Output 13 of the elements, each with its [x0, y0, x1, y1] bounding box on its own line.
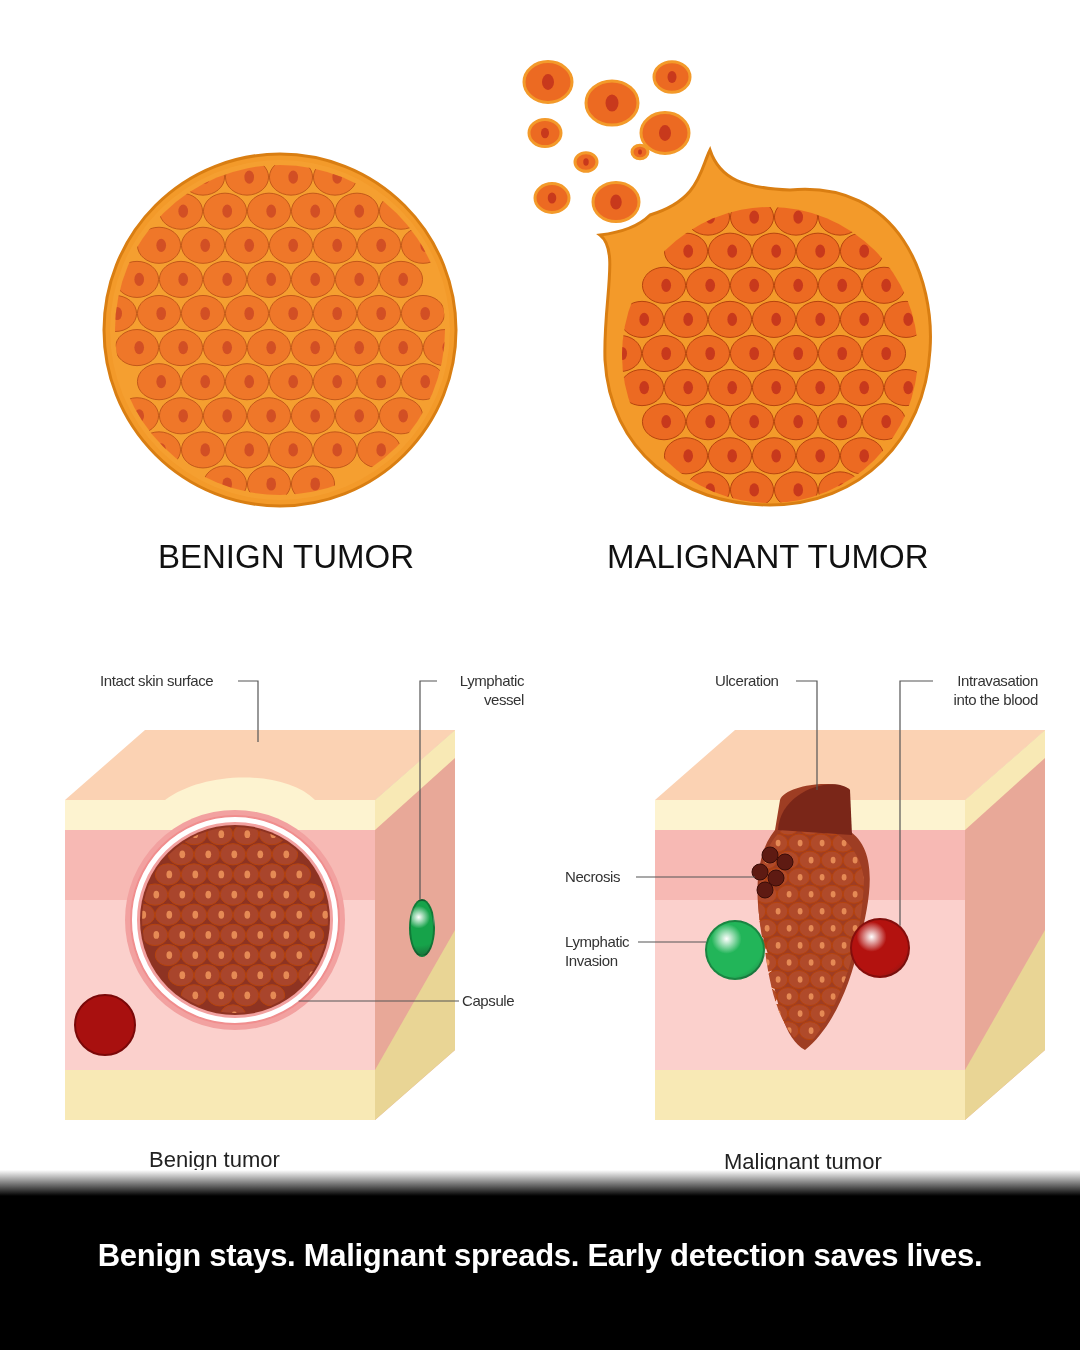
- leader-line: [635, 876, 756, 878]
- capsule-ring: [132, 817, 338, 1023]
- figure-title: Benign tumor: [149, 1147, 280, 1173]
- leader-line: [298, 1000, 460, 1002]
- figure-title: Malignant tumor: [724, 1149, 882, 1175]
- leader-line: [637, 941, 707, 943]
- figure-title: BENIGN TUMOR: [158, 538, 415, 576]
- leader-line: [237, 680, 259, 743]
- caption-text: Benign stays. Malignant spreads. Early detection saves lives.: [96, 1238, 984, 1274]
- leader-line: [899, 680, 934, 927]
- leader-line: [795, 680, 818, 791]
- leader-line: [419, 680, 438, 900]
- figure-title: MALIGNANT TUMOR: [607, 538, 929, 576]
